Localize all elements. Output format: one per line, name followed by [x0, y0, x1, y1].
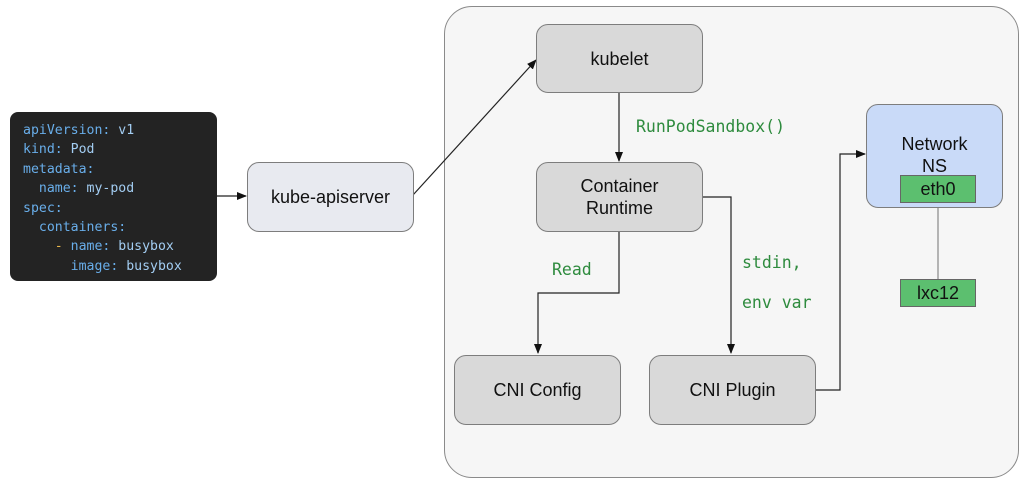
- yaml-list-dash: -: [54, 239, 71, 255]
- edge-cni-plugin-to-network-ns: [815, 150, 866, 391]
- yaml-line: spec:: [23, 199, 217, 218]
- cni-plugin-node: CNI Plugin: [649, 355, 816, 425]
- cni-config-label: CNI Config: [493, 380, 582, 400]
- network-ns-label-line1: Network: [901, 134, 968, 154]
- edge-label-run-pod-sandbox: RunPodSandbox(): [636, 117, 786, 136]
- yaml-value: busybox: [118, 258, 182, 274]
- lxc12-label: lxc12: [916, 282, 960, 303]
- container-runtime-node: Container Runtime: [536, 162, 703, 232]
- yaml-line: apiVersion: v1: [23, 121, 217, 140]
- yaml-line: metadata:: [23, 160, 217, 179]
- edge-runtime-to-cni-plugin: [703, 196, 735, 354]
- yaml-key: image:: [70, 258, 119, 274]
- yaml-key: apiVersion:: [23, 123, 111, 138]
- yaml-key: metadata:: [23, 161, 95, 177]
- edge-label-env-var: env var: [742, 293, 812, 312]
- yaml-key: name:: [70, 239, 111, 255]
- edge-label-stdin: stdin,: [742, 253, 802, 272]
- cni-config-node: CNI Config: [454, 355, 621, 425]
- network-ns-label-line2: NS: [921, 156, 947, 176]
- yaml-key: kind:: [23, 142, 63, 158]
- yaml-value: v1: [110, 123, 135, 138]
- yaml-value: busybox: [110, 239, 174, 255]
- kube-apiserver-node: kube-apiserver: [247, 162, 414, 232]
- container-runtime-label-line1: Container: [580, 176, 659, 196]
- yaml-line: kind: Pod: [23, 140, 217, 159]
- eth0-interface: eth0: [900, 175, 976, 203]
- edge-label-read: Read: [552, 260, 592, 279]
- yaml-line: - name: busybox: [23, 237, 217, 256]
- yaml-line: containers:: [23, 218, 217, 237]
- yaml-line: name: my-pod: [23, 179, 217, 198]
- yaml-key: containers:: [38, 220, 127, 236]
- yaml-key: name:: [38, 181, 79, 197]
- yaml-value: Pod: [62, 142, 95, 158]
- edge-runtime-to-cni-config: [534, 231, 620, 354]
- yaml-line: image: busybox: [23, 257, 217, 276]
- eth0-label: eth0: [920, 178, 956, 199]
- edge-apiserver-to-kubelet: [412, 59, 537, 196]
- yaml-key: spec:: [23, 200, 63, 216]
- container-runtime-label-line2: Runtime: [585, 198, 654, 218]
- yaml-value: my-pod: [78, 181, 135, 197]
- kubelet-label: kubelet: [590, 48, 649, 69]
- cni-plugin-label: CNI Plugin: [689, 380, 776, 400]
- kubelet-node: kubelet: [536, 24, 703, 93]
- kube-apiserver-label: kube-apiserver: [270, 187, 391, 207]
- lxc12-interface: lxc12: [900, 279, 976, 307]
